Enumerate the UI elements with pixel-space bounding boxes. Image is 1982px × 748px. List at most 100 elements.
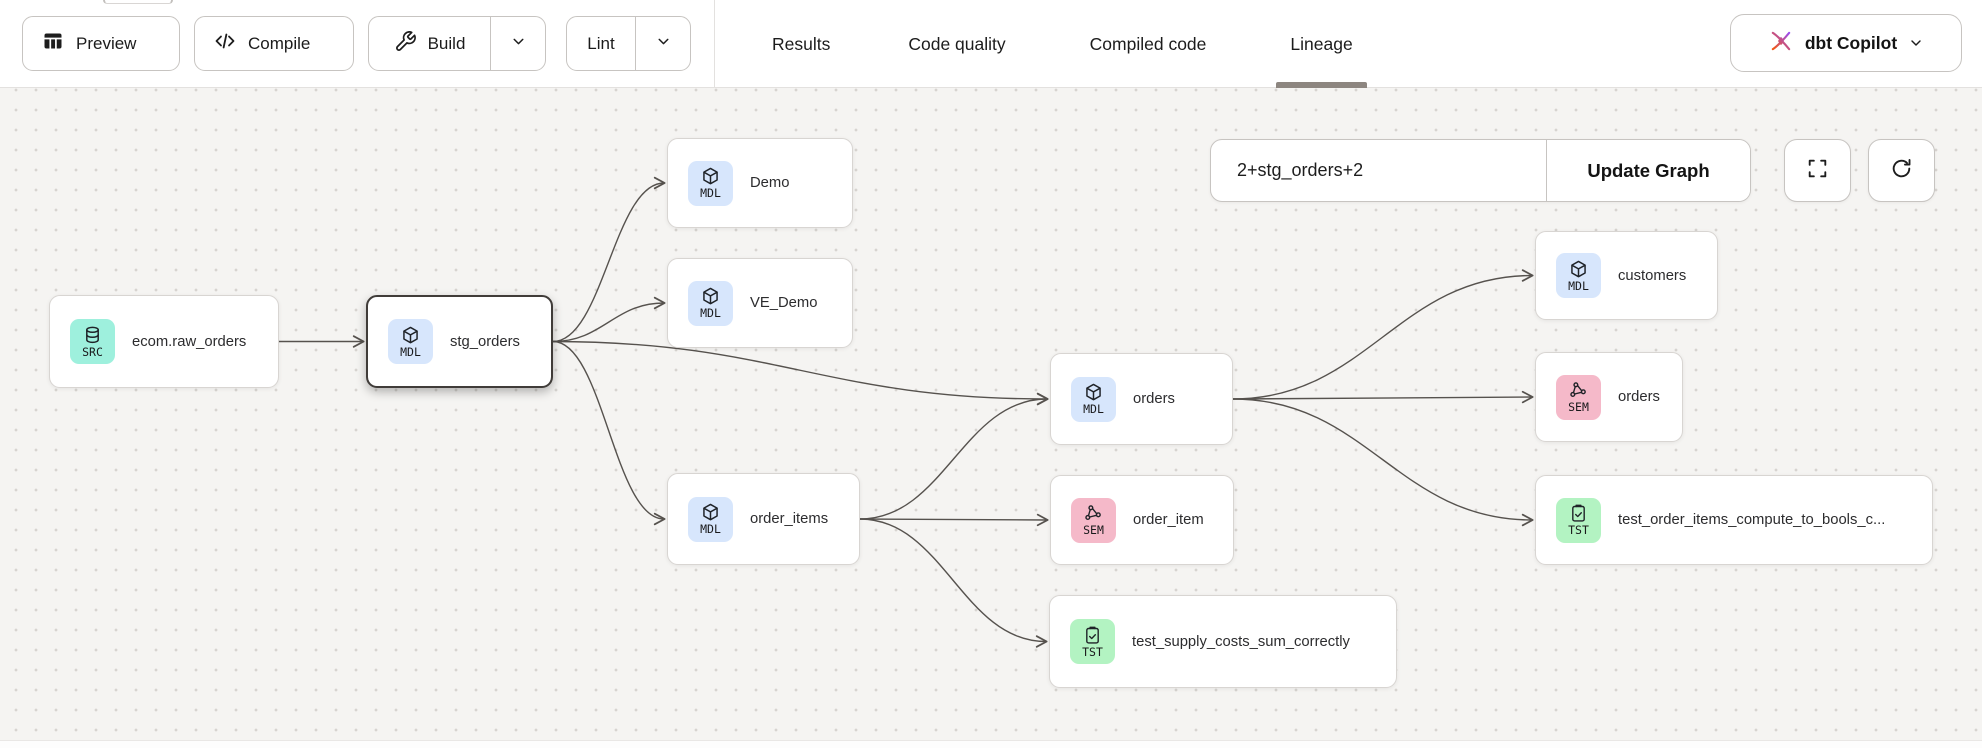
node-type-badge: TST <box>1070 619 1115 664</box>
dbt-copilot-label: dbt Copilot <box>1804 32 1898 53</box>
compile-button[interactable]: Compile <box>194 16 354 71</box>
build-button-label: Build <box>427 33 466 53</box>
lineage-node-raw_orders[interactable]: SRC ecom.raw_orders <box>49 295 279 388</box>
node-type-code: SRC <box>82 344 103 359</box>
lineage-selector-input[interactable] <box>1211 140 1546 201</box>
edge-order_items-to-order_item_sem <box>859 513 1049 527</box>
tab-compiled-code[interactable]: Compiled code <box>1089 33 1207 54</box>
edge-orders_mdl-to-customers <box>1232 269 1534 400</box>
toolbar-tabs-divider <box>714 0 715 88</box>
build-button[interactable]: Build <box>369 17 490 70</box>
tab-code-quality[interactable]: Code quality <box>908 33 1006 54</box>
dbt-copilot-icon <box>1768 28 1794 59</box>
edge-stg_orders-to-order_items <box>552 340 666 526</box>
wrench-icon <box>394 30 417 58</box>
lint-split-button: Lint <box>566 16 691 71</box>
node-type-badge: MDL <box>1556 253 1601 298</box>
lineage-node-ve_demo[interactable]: MDL VE_Demo <box>667 258 853 348</box>
node-type-code: TST <box>1082 644 1103 659</box>
node-type-badge: MDL <box>688 496 733 542</box>
node-type-badge: MDL <box>688 280 733 326</box>
node-type-code: MDL <box>700 522 721 537</box>
lineage-node-stg_orders[interactable]: MDL stg_orders <box>366 295 553 388</box>
lineage-node-order_items[interactable]: MDL order_items <box>667 473 860 565</box>
chevron-down-icon <box>510 33 527 55</box>
chevron-down-icon <box>1908 35 1924 51</box>
tab-lineage[interactable]: Lineage <box>1262 0 1380 88</box>
preview-button-label: Preview <box>76 33 137 53</box>
edge-orders_mdl-to-orders_sem <box>1232 390 1534 404</box>
node-type-code: SEM <box>1083 523 1104 538</box>
lineage-node-test_order_items[interactable]: TST test_order_items_compute_to_bools_c..… <box>1535 475 1933 565</box>
update-graph-button[interactable]: Update Graph <box>1546 140 1750 201</box>
node-type-badge: SRC <box>70 319 115 364</box>
chevron-down-icon <box>655 33 672 55</box>
lint-button[interactable]: Lint <box>567 17 635 70</box>
node-type-code: MDL <box>1568 278 1589 293</box>
edge-stg_orders-to-orders_mdl <box>552 340 1049 406</box>
node-type-code: MDL <box>700 186 721 201</box>
lint-dropdown-button[interactable] <box>635 17 690 70</box>
node-label: stg_orders <box>450 333 520 350</box>
refresh-icon <box>1889 156 1914 186</box>
lineage-node-order_item_sem[interactable]: SEM order_item <box>1050 475 1234 565</box>
lineage-edges <box>279 176 1534 648</box>
lineage-node-test_supply[interactable]: TST test_supply_costs_sum_correctly <box>1049 595 1397 688</box>
edge-orders_mdl-to-test_order_items <box>1232 398 1534 527</box>
node-label: VE_Demo <box>750 295 818 311</box>
canvas-bottom-strip <box>0 740 1982 748</box>
lint-button-label: Lint <box>587 33 615 53</box>
node-label: order_item <box>1133 512 1204 528</box>
fullscreen-icon <box>1805 156 1830 186</box>
node-type-code: MDL <box>1083 402 1104 417</box>
node-type-badge: MDL <box>388 319 433 364</box>
semantic-model-icon <box>1083 503 1104 524</box>
window-edge-fragment <box>103 0 173 4</box>
compile-button-label: Compile <box>248 33 311 53</box>
refresh-button[interactable] <box>1868 139 1935 202</box>
model-cube-icon <box>1083 382 1104 403</box>
tab-results[interactable]: Results <box>772 33 831 54</box>
top-toolbar: Preview Compile Build <box>0 0 1982 88</box>
semantic-model-icon <box>1568 380 1589 401</box>
lineage-selector: Update Graph <box>1210 139 1751 202</box>
model-cube-icon <box>1568 259 1589 280</box>
node-type-badge: MDL <box>1071 376 1116 422</box>
code-icon <box>213 29 237 58</box>
table-icon <box>41 29 65 58</box>
node-type-code: SEM <box>1568 400 1589 415</box>
model-cube-icon <box>700 166 721 187</box>
edge-order_items-to-orders_mdl <box>859 392 1049 520</box>
edge-stg_orders-to-demo <box>552 176 666 343</box>
node-type-badge: SEM <box>1556 374 1601 420</box>
database-icon <box>82 325 103 346</box>
lineage-node-orders_mdl[interactable]: MDL orders <box>1050 353 1233 445</box>
fullscreen-button[interactable] <box>1784 139 1851 202</box>
node-type-badge: MDL <box>688 160 733 206</box>
model-cube-icon <box>400 325 421 346</box>
edge-order_items-to-test_supply <box>859 518 1048 648</box>
node-type-code: MDL <box>700 306 721 321</box>
preview-button[interactable]: Preview <box>22 16 180 71</box>
model-cube-icon <box>700 286 721 307</box>
node-label: orders <box>1133 391 1175 407</box>
node-type-badge: SEM <box>1071 497 1116 543</box>
build-dropdown-button[interactable] <box>490 17 545 70</box>
edge-stg_orders-to-ve_demo <box>552 296 666 343</box>
node-label: order_items <box>750 511 829 527</box>
node-label: ecom.raw_orders <box>132 333 247 350</box>
lineage-node-demo[interactable]: MDL Demo <box>667 138 853 228</box>
node-type-code: MDL <box>400 344 421 359</box>
node-label: test_supply_costs_sum_correctly <box>1132 633 1350 650</box>
model-cube-icon <box>700 502 721 523</box>
node-label: test_order_items_compute_to_bools_c... <box>1618 512 1886 528</box>
test-clipboard-icon <box>1082 625 1103 646</box>
node-type-code: TST <box>1568 523 1589 538</box>
test-clipboard-icon <box>1568 503 1589 524</box>
node-label: Demo <box>750 175 790 191</box>
dbt-copilot-button[interactable]: dbt Copilot <box>1730 14 1962 72</box>
